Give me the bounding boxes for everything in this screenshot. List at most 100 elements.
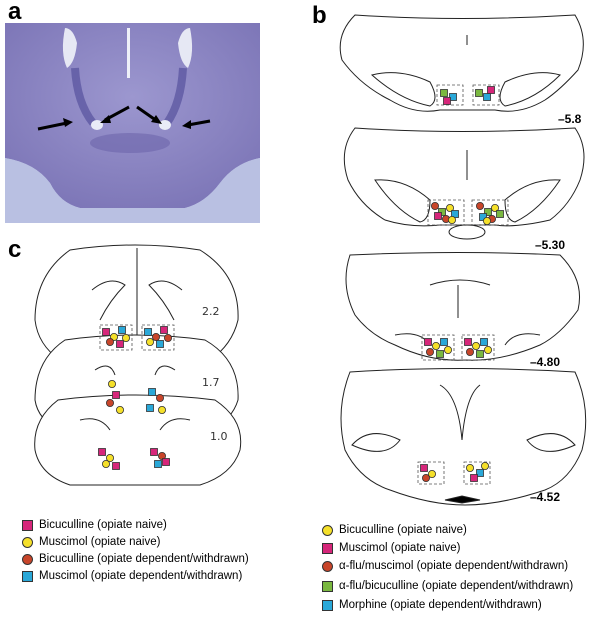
injection-site-marker (471, 341, 480, 350)
injection-site-marker (483, 93, 491, 101)
legend-c-item: Bicuculline (opiate dependent/withdrawn) (22, 553, 249, 565)
section-b3-outline (345, 252, 580, 361)
legend-c-item: Muscimol (opiate dependent/withdrawn) (22, 570, 242, 582)
injection-site-marker (487, 86, 495, 94)
legend-c-item: Bicuculline (opiate naive) (22, 519, 167, 531)
injection-site-marker (150, 448, 158, 456)
level-label-c2: 1.7 (202, 376, 220, 389)
injection-site-marker (438, 208, 446, 216)
legend-swatch (322, 524, 333, 536)
level-label-b4: –4.52 (530, 490, 561, 504)
injection-site-marker (465, 463, 474, 472)
legend-b-item: Bicuculline (opiate naive) (322, 524, 467, 536)
injection-site-marker (440, 338, 448, 346)
injection-site-marker (443, 97, 451, 105)
injection-site-marker (476, 469, 484, 477)
injection-site-marker (122, 333, 131, 342)
injection-site-marker (116, 405, 125, 414)
level-label-b3: –4.80 (530, 355, 561, 369)
legend-swatch (22, 536, 33, 548)
injection-site-marker (476, 350, 484, 358)
legend-swatch (22, 519, 33, 531)
injection-site-marker (145, 337, 154, 346)
injection-site-marker (154, 460, 162, 468)
injection-site-marker (118, 326, 126, 334)
injection-site-marker (112, 391, 120, 399)
injection-site-marker (106, 453, 115, 462)
legend-label: Bicuculline (opiate naive) (39, 519, 167, 531)
legend-swatch (322, 599, 333, 611)
legend-b-item: α-flu/bicuculline (opiate dependent/with… (322, 580, 573, 592)
legend-b-item: Morphine (opiate dependent/withdrawn) (322, 599, 542, 611)
injection-site-marker (106, 398, 115, 407)
injection-site-marker (157, 405, 166, 414)
legend-label: Morphine (opiate dependent/withdrawn) (339, 599, 542, 611)
injection-site-marker (479, 213, 487, 221)
legend-label: α-flu/muscimol (opiate dependent/withdra… (339, 560, 569, 572)
injection-site-marker (484, 208, 492, 216)
legend-c-item: Muscimol (opiate naive) (22, 536, 160, 548)
legend-b-item: Muscimol (opiate naive) (322, 542, 460, 554)
injection-site-marker (98, 448, 106, 456)
injection-site-marker (496, 210, 504, 218)
injection-site-marker (464, 338, 472, 346)
injection-site-marker (421, 473, 430, 482)
injection-site-marker (427, 469, 436, 478)
injection-site-marker (151, 332, 160, 341)
injection-site-marker (424, 338, 432, 346)
injection-site-marker (420, 464, 428, 472)
legend-swatch (322, 542, 333, 554)
injection-site-marker (475, 89, 483, 97)
injection-site-marker (157, 451, 166, 460)
level-label-b1: –5.8 (558, 112, 582, 126)
level-label-c3: 1.0 (210, 430, 228, 443)
section-b1-outline (339, 14, 584, 112)
legend-swatch (22, 570, 33, 582)
injection-site-marker (162, 458, 170, 466)
legend-label: Bicuculline (opiate dependent/withdrawn) (39, 553, 249, 565)
legend-label: Muscimol (opiate dependent/withdrawn) (39, 570, 243, 582)
injection-site-marker (102, 328, 110, 336)
injection-site-marker (144, 328, 152, 336)
injection-site-marker (449, 93, 457, 101)
injection-site-marker (112, 462, 120, 470)
legend-label: Bicuculline (opiate naive) (339, 524, 467, 536)
injection-site-marker (160, 326, 168, 334)
injection-site-marker (480, 338, 488, 346)
injection-site-marker (475, 201, 484, 210)
injection-site-marker (483, 345, 492, 354)
legend-swatch (322, 580, 333, 592)
injection-site-marker (106, 337, 115, 346)
injection-site-marker (447, 215, 456, 224)
level-label-c1: 2.2 (202, 305, 220, 318)
legend-label: α-flu/bicuculline (opiate dependent/with… (339, 580, 574, 592)
panel-b-label: b (312, 2, 327, 29)
injection-site-marker (430, 201, 439, 210)
injection-site-marker (425, 347, 434, 356)
injection-site-marker (116, 340, 124, 348)
panel-c-label: c (8, 236, 22, 263)
injection-site-marker (148, 388, 156, 396)
legend-swatch (22, 553, 33, 565)
injection-site-marker (480, 461, 489, 470)
panel-a-label: a (8, 0, 22, 25)
injection-site-marker (443, 345, 452, 354)
injection-site-marker (155, 393, 164, 402)
injection-site-marker (440, 89, 448, 97)
legend-b-item: α-flu/muscimol (opiate dependent/withdra… (322, 560, 568, 572)
injection-site-marker (470, 474, 478, 482)
injection-site-marker (431, 341, 440, 350)
legend-label: Muscimol (opiate naive) (39, 536, 161, 548)
legend-swatch (322, 560, 333, 572)
injection-site-marker (156, 340, 164, 348)
injection-site-marker (445, 203, 454, 212)
injection-site-marker (482, 216, 491, 225)
injection-site-marker (436, 350, 444, 358)
level-label-b2: –5.30 (535, 238, 566, 252)
injection-site-marker (163, 333, 172, 342)
injection-site-marker (108, 379, 117, 388)
legend-label: Muscimol (opiate naive) (339, 542, 461, 554)
injection-site-marker (490, 203, 499, 212)
injection-site-marker (465, 347, 474, 356)
